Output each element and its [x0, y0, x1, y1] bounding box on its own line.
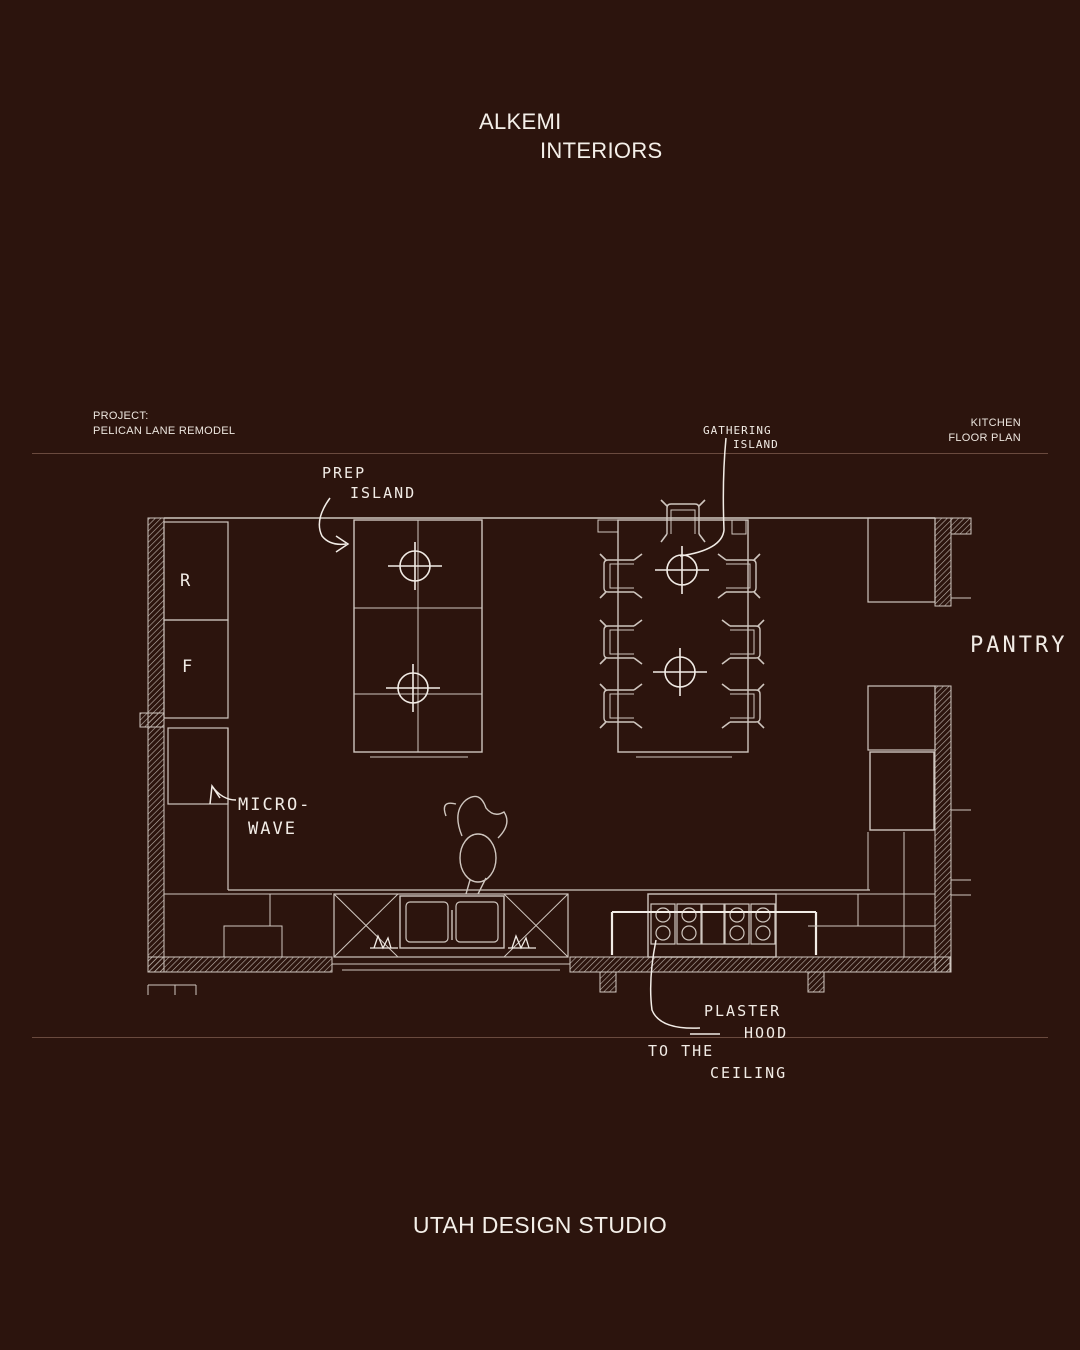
brand-name-line1: ALKEMI [479, 109, 562, 134]
fridge-cabinets [163, 521, 870, 958]
sheet-title-line1: KITCHEN [970, 417, 1021, 429]
walls [139, 517, 972, 995]
sink-counter [333, 893, 569, 958]
label-micro: MICRO- [238, 795, 311, 815]
label-to-the: TO THE [648, 1042, 714, 1060]
bottom-divider [32, 1037, 1048, 1038]
pantry-cabinets [867, 517, 936, 957]
label-pantry: PANTRY [970, 633, 1067, 658]
annotation-arrows [209, 437, 727, 1035]
range-cooktop [610, 893, 935, 958]
label-refrigerator: R [180, 571, 192, 591]
label-prep: PREP [322, 464, 366, 482]
label-plaster: PLASTER [704, 1002, 781, 1020]
project-label: PROJECT: [93, 410, 149, 422]
label-ceiling: CEILING [710, 1064, 787, 1082]
label-gathering-island: ISLAND [733, 438, 779, 451]
label-wave: WAVE [248, 819, 297, 839]
prep-island [353, 519, 483, 758]
label-freezer: F [182, 657, 194, 677]
label-gathering: GATHERING [703, 424, 772, 437]
project-info: PROJECT: PELICAN LANE REMODEL [93, 409, 235, 439]
label-prep-island: ISLAND [350, 484, 416, 502]
gathering-island [597, 499, 765, 758]
brand-name-line2: INTERIORS [540, 138, 663, 163]
studio-footer: UTAH DESIGN STUDIO [412, 1212, 668, 1238]
label-hood: HOOD [744, 1024, 788, 1042]
sheet-info: KITCHEN FLOOR PLAN [948, 416, 1021, 446]
sheet-title-line2: FLOOR PLAN [948, 432, 1021, 444]
top-divider [32, 453, 1048, 454]
project-name: PELICAN LANE REMODEL [93, 425, 236, 437]
person-figure [443, 795, 508, 895]
